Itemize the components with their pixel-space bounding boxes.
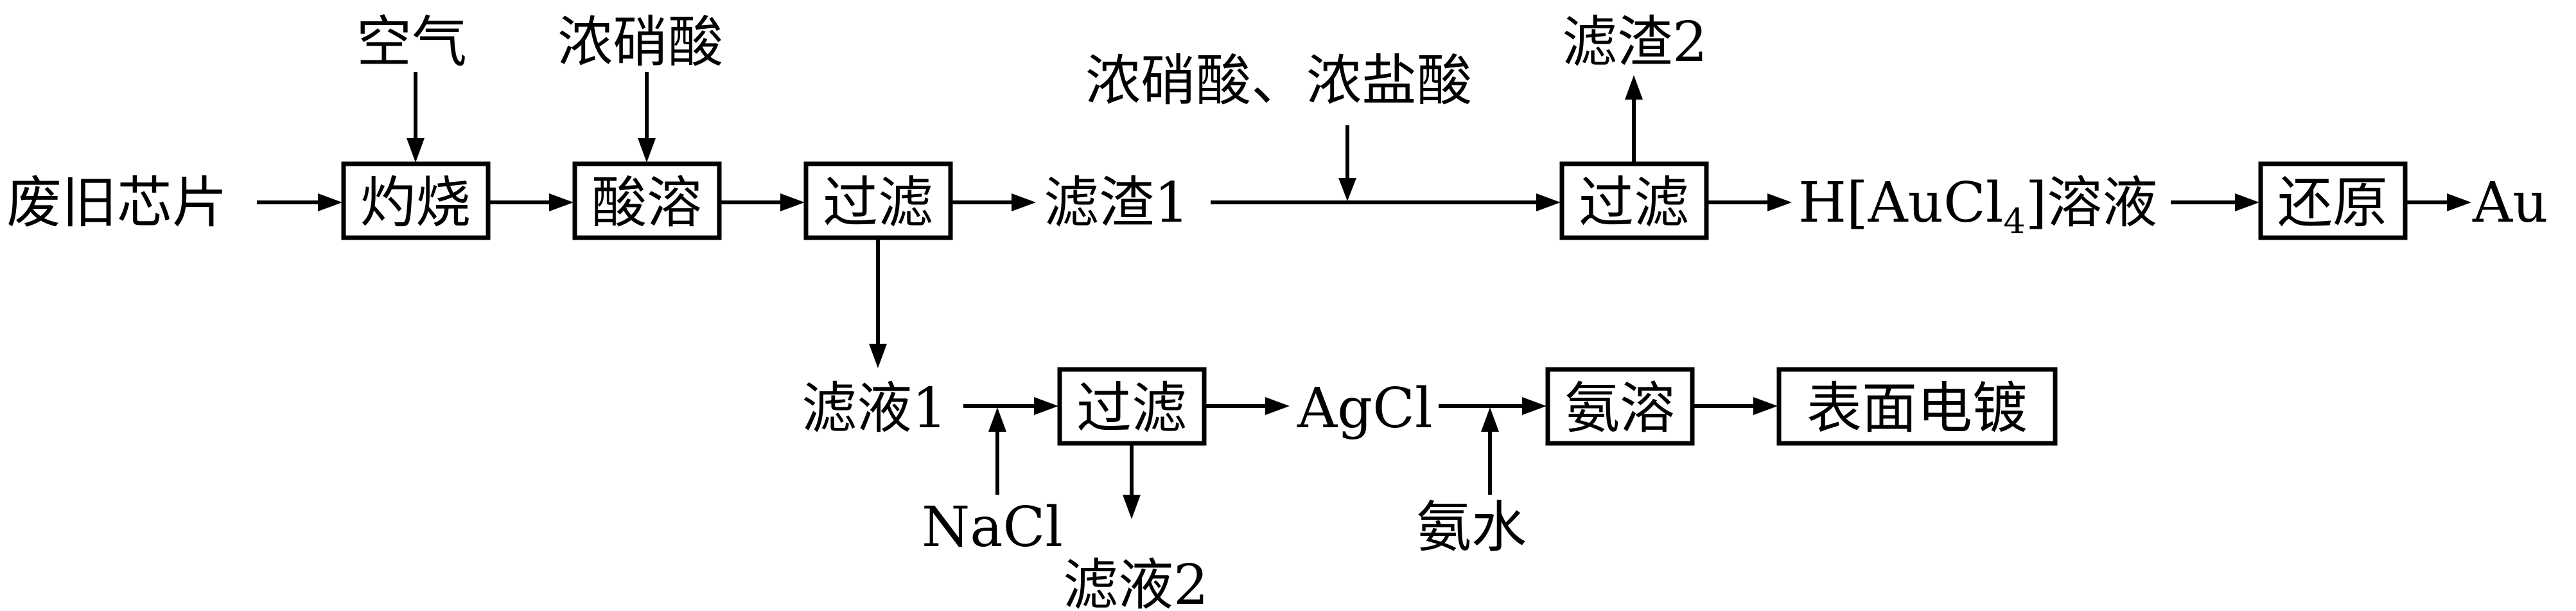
arrow-ammonia-dissolve-to-electroplate xyxy=(1692,397,1778,415)
filtrate1-label: 滤液1 xyxy=(802,376,947,441)
arrow-hno3-to-acid-dissolve xyxy=(638,72,656,163)
electroplate-box xyxy=(1776,367,2058,446)
arrow-roast-to-acid-dissolve xyxy=(488,193,574,211)
roast-box xyxy=(341,161,491,240)
roast-label: 灼烧 xyxy=(360,171,471,235)
nacl-label: NaCl xyxy=(922,495,1063,560)
arrow-agcl-to-ammonia-dissolve xyxy=(1439,397,1546,415)
arrow-air-to-roast xyxy=(407,72,425,163)
arrow-reduce-to-gold xyxy=(2405,193,2471,211)
ammonia-dissolve-label: 氨溶 xyxy=(1564,376,1675,441)
haucl4-prefix: H[AuCl xyxy=(1798,171,2003,235)
air-label: 空气 xyxy=(356,10,467,75)
ammonia-dissolve-box xyxy=(1545,367,1695,446)
electroplate-label: 表面电镀 xyxy=(1807,376,2028,441)
acid-dissolve-label: 酸溶 xyxy=(591,171,702,235)
filter1-label: 过滤 xyxy=(823,171,933,235)
residue1-label: 滤渣1 xyxy=(1044,171,1189,235)
reduce-label: 还原 xyxy=(2277,171,2388,235)
ammonia-label: 氨水 xyxy=(1416,495,1527,560)
arrow-residue1-to-filter2 xyxy=(1211,193,1561,211)
residue2-label: 滤渣2 xyxy=(1562,10,1708,75)
aqua-regia-label: 浓硝酸、浓盐酸 xyxy=(1085,49,1472,113)
arrow-filtrate1-to-filter3 xyxy=(963,397,1058,415)
arrow-haucl4-to-reduce xyxy=(2171,193,2259,211)
arrow-ammonia-to-line xyxy=(1481,407,1499,495)
arrow-filter1-to-residue1 xyxy=(951,193,1036,211)
reduce-box xyxy=(2258,161,2408,240)
gold-label: Au xyxy=(2472,171,2548,235)
filtrate2-label: 滤液2 xyxy=(1063,553,1209,611)
arrow-filter3-to-filtrate2 xyxy=(1123,443,1141,519)
arrow-filter1-to-filtrate1 xyxy=(869,238,887,368)
arrow-start-to-roast xyxy=(257,193,342,211)
start-label: 废旧芯片 xyxy=(6,171,227,235)
agcl-label: AgCl xyxy=(1297,376,1432,441)
arrow-filter2-to-haucl4 xyxy=(1706,193,1792,211)
haucl4-subscript: 4 xyxy=(2003,201,2025,242)
haucl4-solution-label: H[AuCl4]溶液 xyxy=(1798,171,2157,242)
arrow-filter3-to-agcl xyxy=(1204,397,1290,415)
arrow-aqua-regia-to-line xyxy=(1338,125,1356,201)
arrow-acid-dissolve-to-filter1 xyxy=(719,193,805,211)
arrow-nacl-to-line xyxy=(988,407,1006,495)
filter2-label: 过滤 xyxy=(1579,171,1689,235)
conc-hno3-label: 浓硝酸 xyxy=(557,10,723,75)
arrow-filter2-to-residue2 xyxy=(1625,75,1643,164)
haucl4-suffix: ]溶液 xyxy=(2026,171,2158,235)
acid-dissolve-box xyxy=(572,161,722,240)
filter3-label: 过滤 xyxy=(1076,376,1187,441)
